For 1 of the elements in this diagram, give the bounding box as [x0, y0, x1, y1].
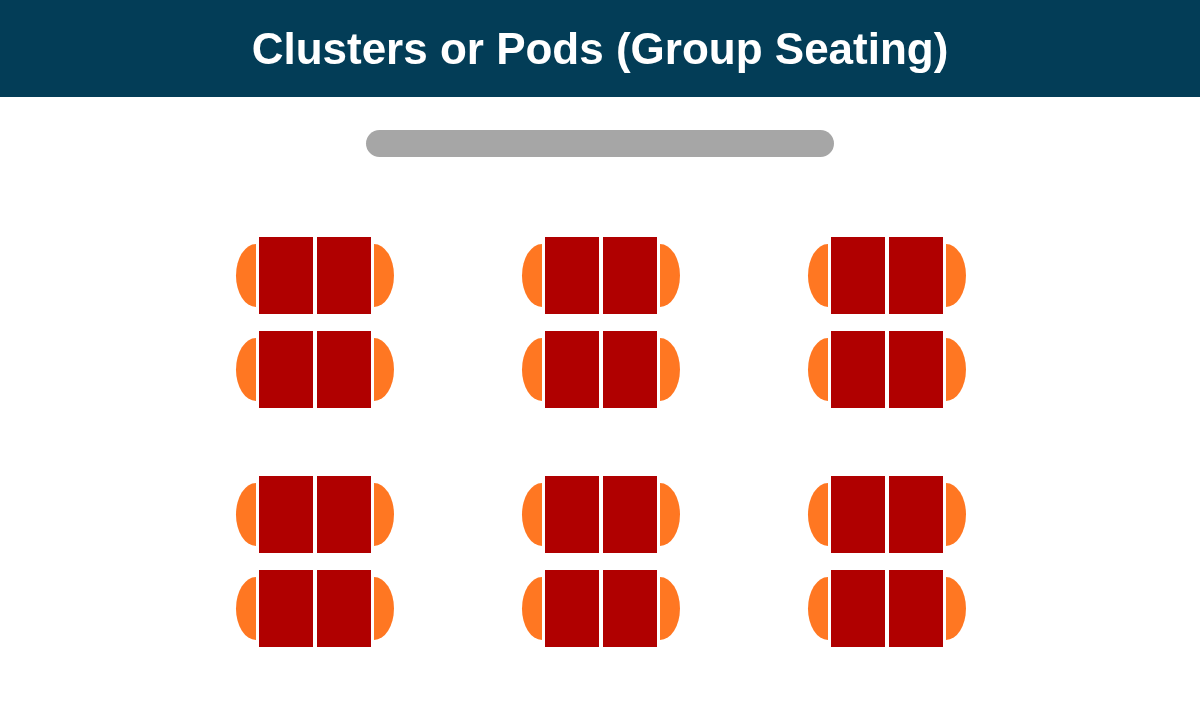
- title: Clusters or Pods (Group Seating): [251, 23, 949, 74]
